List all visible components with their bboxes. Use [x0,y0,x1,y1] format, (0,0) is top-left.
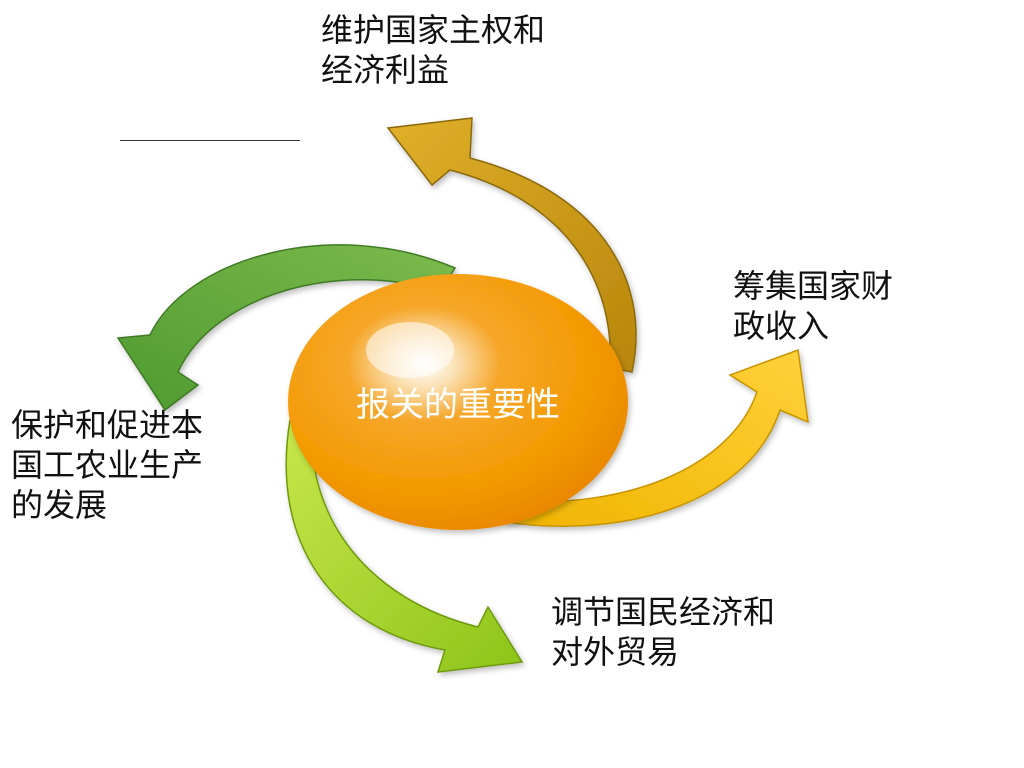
arrow-production [116,244,457,412]
node-label-line: 维护国家主权和 [321,11,546,49]
node-label-regulation: 调节国民经济和 对外贸易 [551,592,775,672]
node-label-line: 筹集国家财 [733,267,894,305]
node-label-line: 经济利益 [321,51,450,89]
node-label-line: 对外贸易 [551,633,680,671]
node-label-line: 调节国民经济和 [551,593,776,631]
node-label-production: 保护和促进本 国工农业生产 的发展 [11,405,203,525]
node-label-line: 政收入 [733,307,830,345]
center-label: 报关的重要性 [356,385,560,425]
node-label-line: 国工农业生产 [11,446,204,484]
node-label-line: 的发展 [11,486,108,524]
node-label-sovereignty: 维护国家主权和 经济利益 [321,10,545,90]
center-circle-highlight [366,322,454,378]
node-label-revenue: 筹集国家财 政收入 [733,266,893,346]
blank-underline [120,140,300,141]
node-label-line: 保护和促进本 [11,406,204,444]
